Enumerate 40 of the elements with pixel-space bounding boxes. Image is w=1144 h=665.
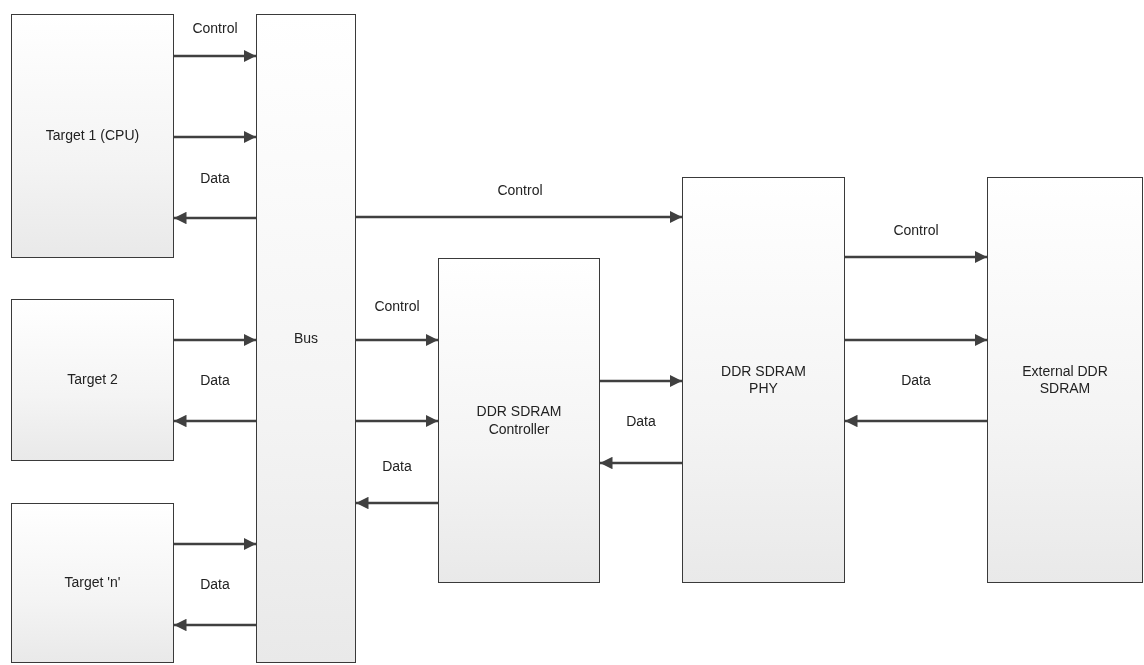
arrow [356,496,438,510]
arrow [845,250,987,264]
arrow [174,130,256,144]
arrow [174,211,256,225]
arrow [174,414,256,428]
block-box [11,503,174,663]
block-label: Target 1 (CPU) [44,127,141,145]
block-label: Target 'n' [63,574,122,592]
edge-label: Data [624,413,658,429]
edge-label: Data [899,372,933,388]
block-box [256,14,356,663]
arrow [600,456,682,470]
edge-label: Control [190,20,240,36]
block-label: Target 2 [66,371,119,389]
arrow [600,374,682,388]
arrow [356,333,438,347]
edge-label: Data [198,576,232,592]
edge-label: Data [198,372,232,388]
block-box [11,299,174,461]
block-label: DDR SDRAM PHY [720,362,807,398]
edge-label: Data [198,170,232,186]
block-box [987,177,1143,583]
arrow [174,333,256,347]
arrow [356,210,682,224]
edge-label: Data [380,458,414,474]
arrow [845,414,987,428]
block-box [438,258,600,583]
arrow [174,49,256,63]
block-box [11,14,174,258]
arrow [845,333,987,347]
block-box [682,177,845,583]
arrow [174,537,256,551]
edge-label: Control [891,222,941,238]
arrow [356,414,438,428]
block-label: External DDR SDRAM [1021,362,1109,398]
block-label: DDR SDRAM Controller [475,403,563,438]
arrow [174,618,256,632]
edge-label: Control [372,298,422,314]
edge-label: Control [495,182,545,198]
block-label: Bus [292,329,320,348]
